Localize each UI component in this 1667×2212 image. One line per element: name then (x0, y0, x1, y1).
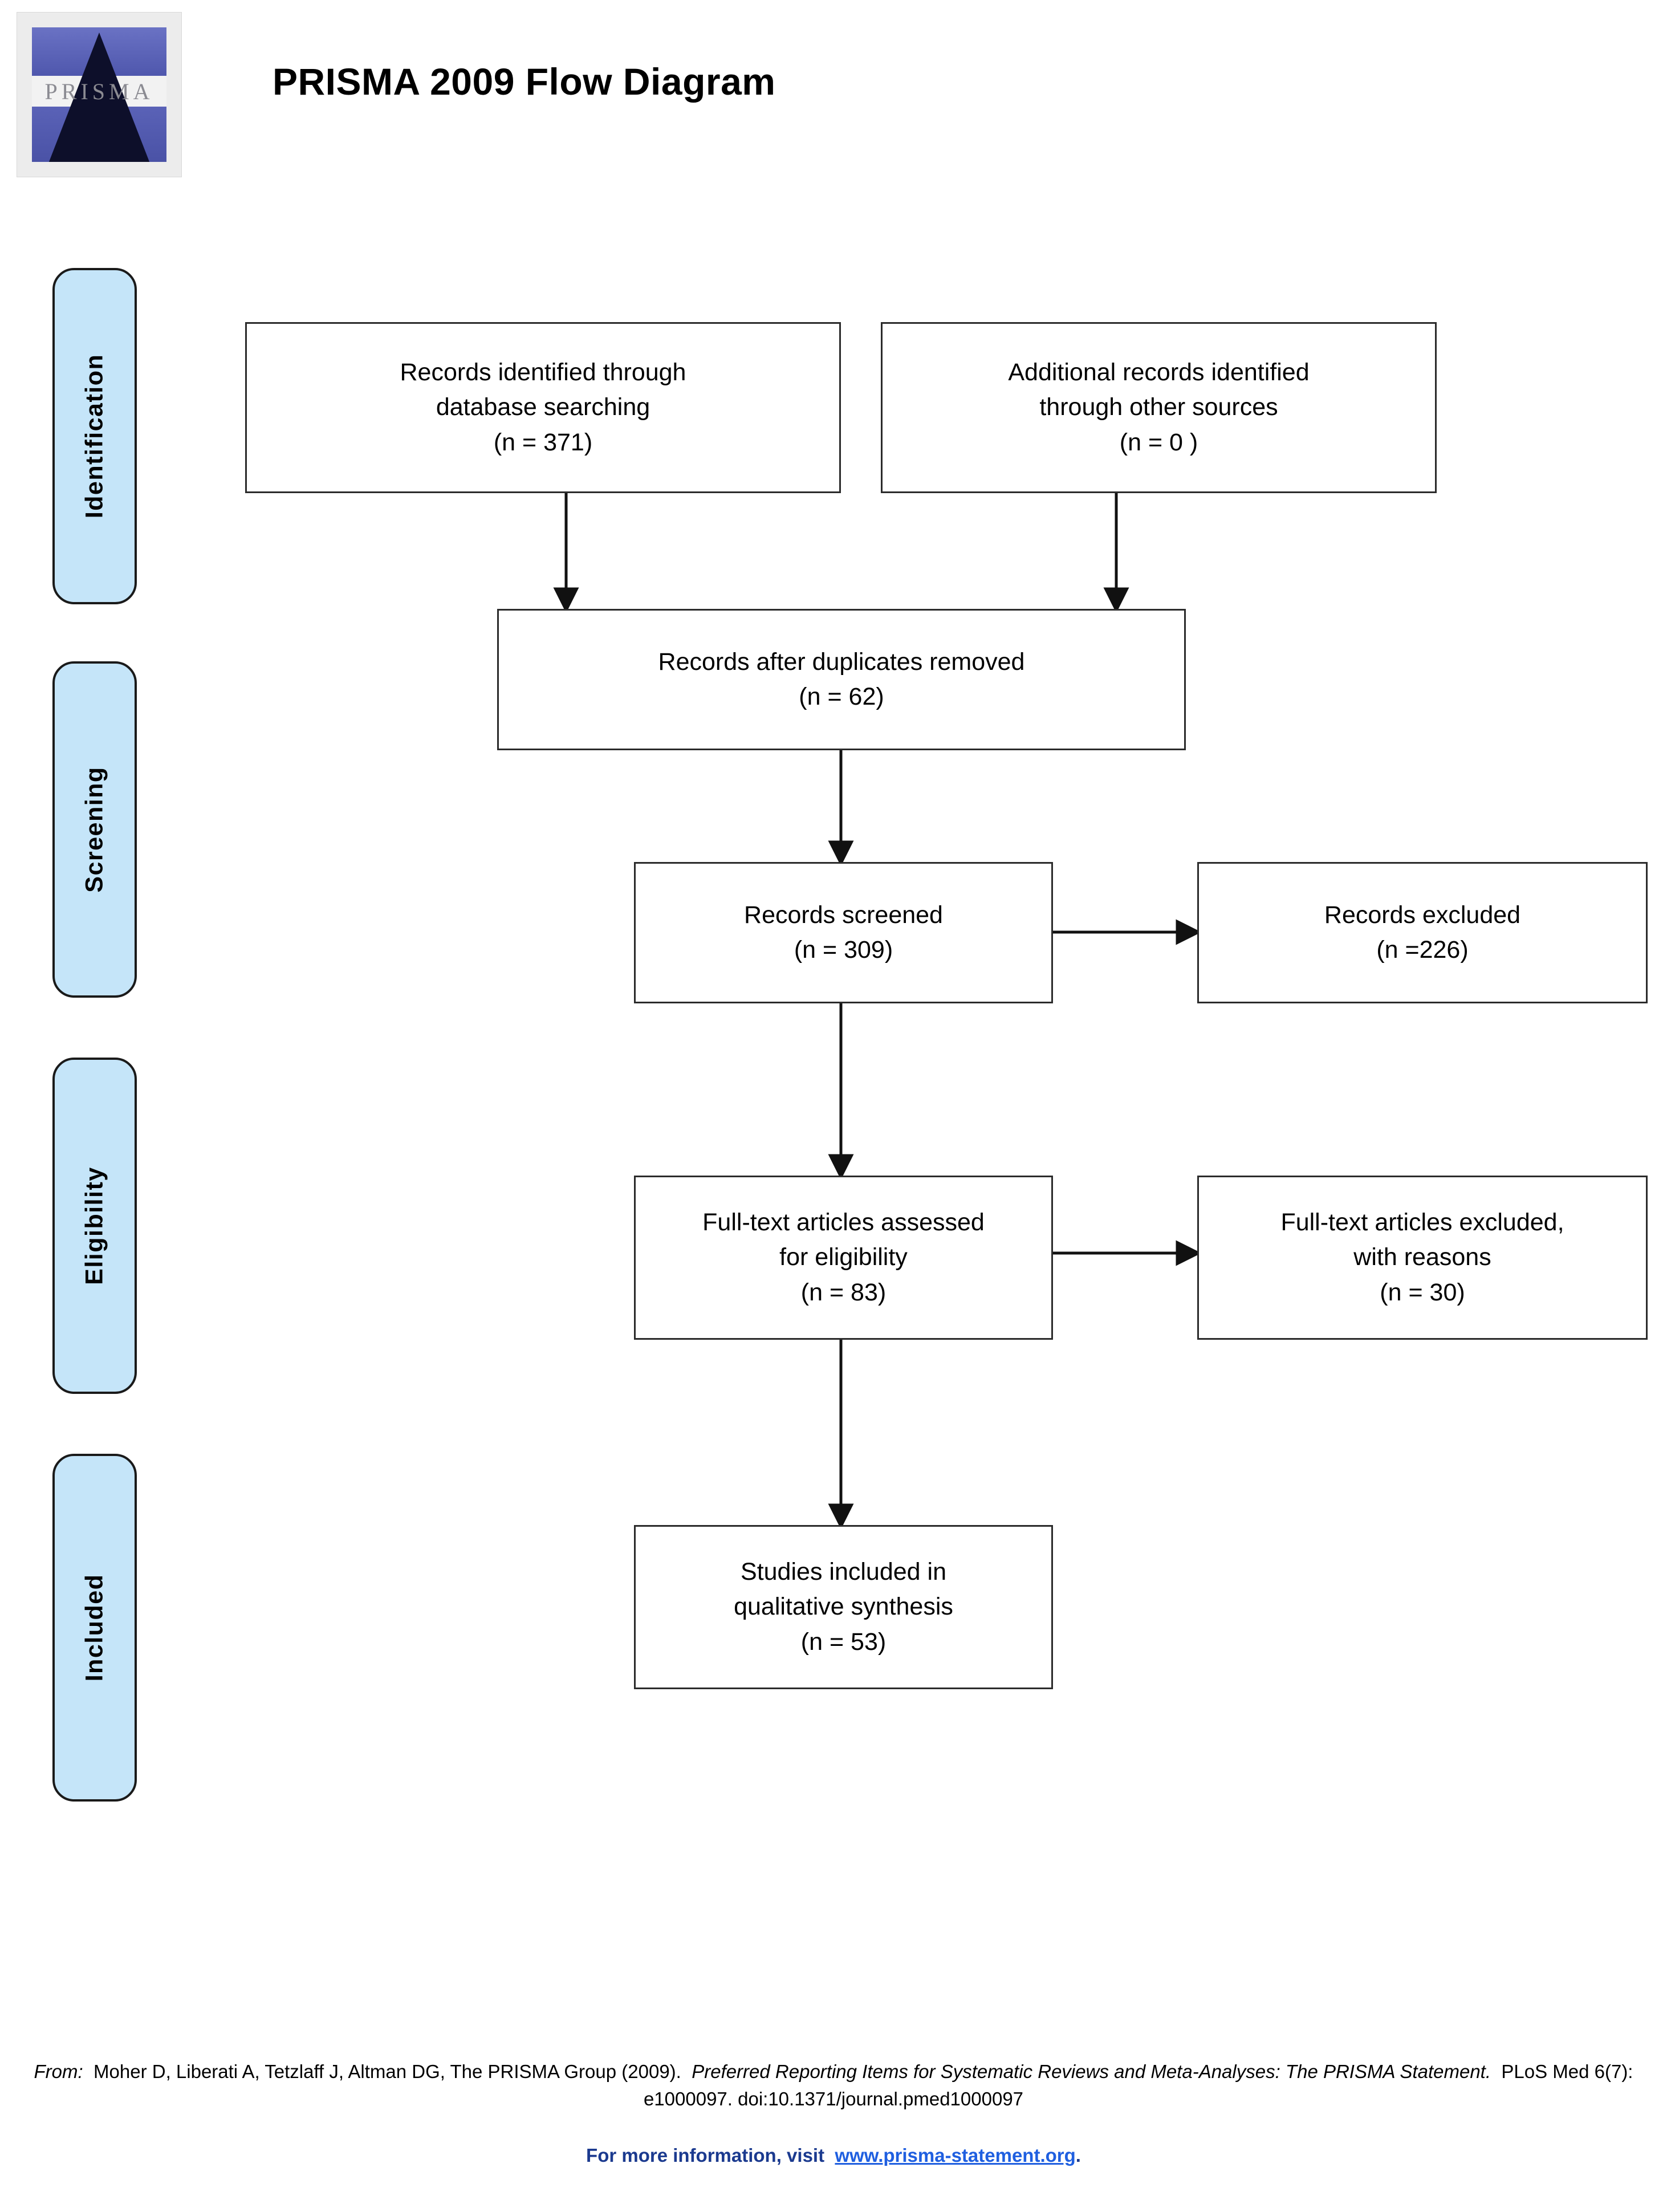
box-records-identified-database: Records identified through database sear… (245, 322, 841, 493)
box-line-3: (n = 0 ) (1119, 428, 1198, 456)
phase-identification-label: Identification (80, 353, 108, 519)
page-title: PRISMA 2009 Flow Diagram (273, 60, 776, 103)
prisma-logo-wordmark: PRISMA (44, 78, 154, 104)
prisma-logo-artwork: PRISMA (32, 27, 166, 162)
box-line-1: Records after duplicates removed (658, 648, 1025, 676)
phase-screening: Screening (52, 661, 137, 998)
box-fulltext-assessed: Full-text articles assessed for eligibil… (634, 1176, 1053, 1340)
box-records-after-duplicates-removed: Records after duplicates removed (n = 62… (497, 609, 1186, 750)
box-records-screened: Records screened (n = 309) (634, 862, 1053, 1003)
citation-from-label: From: (34, 2061, 83, 2082)
box-records-excluded: Records excluded (n =226) (1197, 862, 1648, 1003)
phase-screening-label: Screening (80, 766, 108, 893)
box-additional-records-other-sources: Additional records identified through ot… (881, 322, 1437, 493)
box-fulltext-excluded: Full-text articles excluded, with reason… (1197, 1176, 1648, 1340)
box-line-2: (n =226) (1376, 936, 1469, 963)
phase-included: Included (52, 1454, 137, 1802)
footer: From: Moher D, Liberati A, Tetzlaff J, A… (0, 2058, 1667, 2166)
citation-authors: Moher D, Liberati A, Tetzlaff J, Altman … (93, 2061, 681, 2082)
phase-included-label: Included (80, 1573, 108, 1682)
more-information-prefix: For more information, visit (586, 2144, 825, 2166)
box-line-1: Records identified through (400, 359, 686, 387)
box-line-1: Full-text articles excluded, (1280, 1209, 1564, 1237)
box-studies-included-qualitative: Studies included in qualitative synthesi… (634, 1525, 1053, 1689)
prism-triangle-icon (40, 32, 158, 162)
prisma-statement-link[interactable]: www.prisma-statement.org (835, 2144, 1076, 2166)
phase-eligibility-label: Eligibility (80, 1166, 108, 1285)
box-line-1: Additional records identified (1008, 359, 1310, 387)
box-line-1: Full-text articles assessed (702, 1209, 985, 1237)
box-line-1: Records screened (744, 901, 943, 929)
box-line-3: (n = 53) (800, 1628, 887, 1656)
box-line-3: (n = 30) (1380, 1278, 1465, 1306)
more-information-suffix: . (1075, 2144, 1081, 2166)
box-line-2: database searching (436, 393, 650, 421)
citation-title: Preferred Reporting Items for Systematic… (692, 2061, 1491, 2082)
box-line-1: Records excluded (1324, 901, 1521, 929)
box-line-2: with reasons (1353, 1243, 1491, 1271)
more-information-line: For more information, visit www.prisma-s… (0, 2145, 1667, 2166)
box-line-2: qualitative synthesis (734, 1593, 953, 1621)
phase-eligibility: Eligibility (52, 1058, 137, 1394)
phase-identification: Identification (52, 268, 137, 604)
citation: From: Moher D, Liberati A, Tetzlaff J, A… (0, 2058, 1667, 2113)
box-line-2: for eligibility (779, 1243, 908, 1271)
citation-source: PLoS Med 6(7): e1000097. doi:10.1371/jou… (643, 2061, 1633, 2109)
box-line-1: Studies included in (741, 1558, 946, 1586)
box-line-2: (n = 309) (794, 936, 893, 963)
prisma-logo: PRISMA (17, 13, 181, 177)
box-line-2: through other sources (1039, 393, 1278, 421)
box-line-3: (n = 371) (493, 428, 593, 456)
box-line-3: (n = 83) (800, 1278, 887, 1306)
box-line-2: (n = 62) (799, 683, 884, 710)
